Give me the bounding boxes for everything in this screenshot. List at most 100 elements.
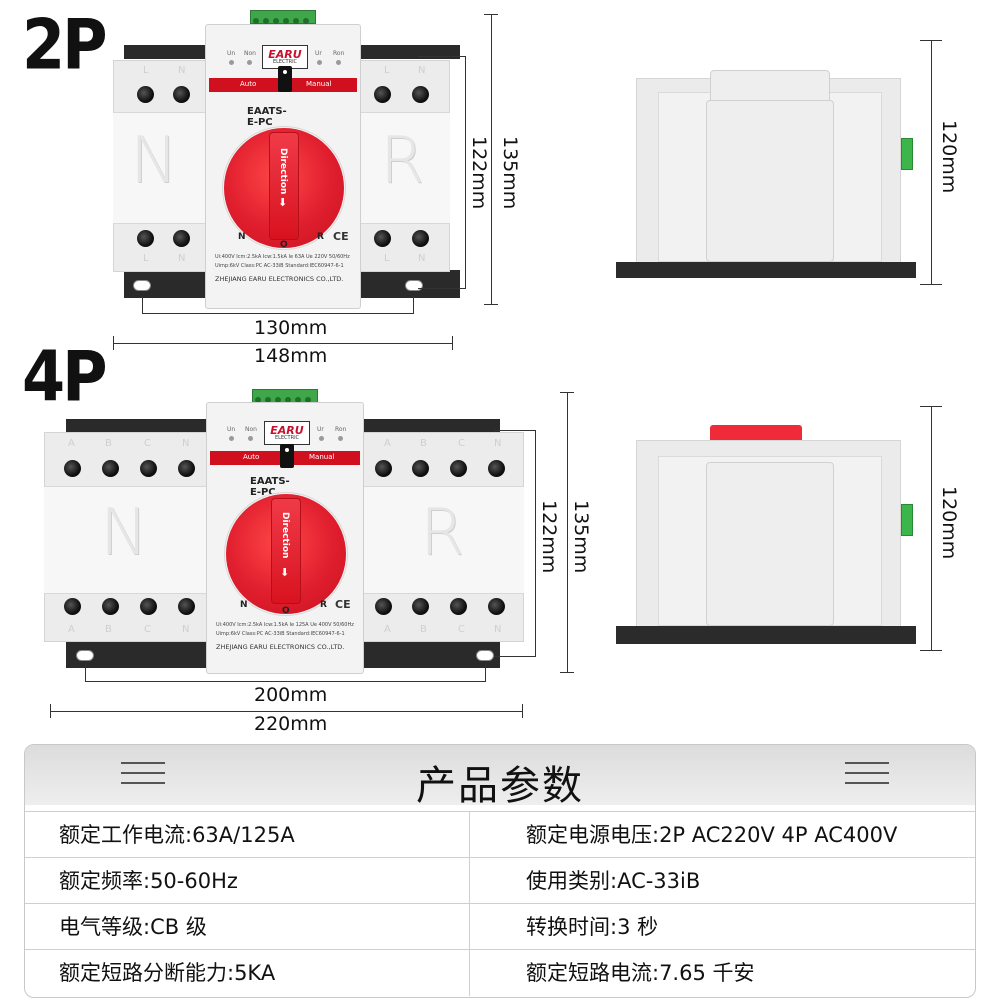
mode-manual-label: Manual — [306, 80, 332, 88]
table-row: 电气等级:CB 级 转换时间:3 秒 — [25, 903, 975, 950]
terminal-screw — [64, 598, 81, 615]
mode-manual-label: Manual — [309, 453, 335, 461]
led-indicator — [319, 436, 324, 441]
auto-manual-switch[interactable] — [280, 444, 294, 468]
terminal-label: N — [182, 438, 190, 449]
dim-tick — [418, 288, 466, 289]
terminal-screw — [488, 598, 505, 615]
terminal-screw — [450, 460, 467, 477]
dim-v1-label: 122mm — [468, 136, 490, 210]
position-n-label: N — [240, 600, 248, 610]
parameter-table: 产品参数 额定工作电流:63A/125A 额定电源电压:2P AC220V 4P… — [24, 744, 976, 998]
brand-logo: EARU ELECTRIC — [264, 421, 310, 445]
position-r-label: R — [317, 232, 324, 242]
terminal-screw — [173, 230, 190, 247]
terminal-label: N — [418, 253, 426, 264]
terminal-screw — [173, 86, 190, 103]
dim-tick — [413, 296, 414, 314]
terminal-label: A — [384, 438, 391, 449]
dim-tick — [485, 664, 486, 682]
led-label: Non — [244, 50, 256, 57]
table-cell: 额定电源电压:2P AC220V 4P AC400V — [469, 812, 975, 858]
terminal-screw — [412, 598, 429, 615]
led-label: Ron — [335, 426, 347, 433]
terminal-label: N — [182, 624, 190, 635]
right-big-letter: R — [420, 496, 465, 570]
auto-manual-switch[interactable] — [278, 66, 292, 92]
position-o-label: O — [280, 240, 288, 250]
arrow-down-icon: ⬇ — [278, 196, 288, 209]
dim-line-200 — [85, 681, 485, 682]
table-header: 产品参数 — [25, 745, 975, 809]
spec-line-2: Uimp:6kV Class:PC AC-33iB Standard:IEC60… — [215, 263, 344, 269]
left-pole-band — [113, 112, 207, 224]
ce-mark: CE — [335, 598, 351, 611]
mode-auto-label: Auto — [243, 453, 260, 461]
table-row: 额定短路分断能力:5KA 额定短路电流:7.65 千安 — [25, 949, 975, 996]
terminal-label: N — [178, 65, 186, 76]
terminal-screw — [375, 598, 392, 615]
terminal-label: L — [384, 253, 390, 264]
dim-tick — [452, 336, 453, 350]
led-label: Ur — [317, 426, 324, 433]
led-label: Non — [245, 426, 257, 433]
manufacturer-name: ZHEJIANG EARU ELECTRONICS CO.,LTD. — [216, 643, 345, 651]
dim-line-130 — [142, 313, 414, 314]
left-big-letter: N — [130, 124, 178, 198]
brand-logo: EARU ELECTRIC — [262, 45, 308, 69]
terminal-screw — [140, 598, 157, 615]
control-terminal-block — [250, 10, 316, 24]
led-indicator — [229, 436, 234, 441]
dim-h2-label: 220mm — [254, 713, 328, 735]
dim-tick — [560, 672, 574, 673]
led-indicator — [317, 60, 322, 65]
dial-handle[interactable] — [271, 498, 301, 604]
terminal-label: C — [458, 438, 465, 449]
dim-tick — [494, 430, 536, 431]
terminal-label: A — [384, 624, 391, 635]
dim-line-side — [931, 40, 932, 284]
table-cell: 额定短路分断能力:5KA — [59, 961, 276, 985]
mounting-hole — [133, 280, 151, 291]
dim-tick — [522, 704, 523, 718]
terminal-screw — [488, 460, 505, 477]
dim-tick — [418, 56, 466, 57]
dim-tick — [142, 296, 143, 314]
terminal-screw — [412, 86, 429, 103]
terminal-label: L — [143, 253, 149, 264]
position-o-label: O — [282, 606, 290, 616]
right-big-letter: R — [380, 124, 425, 198]
right-pole-band — [360, 112, 450, 224]
dim-line-side — [931, 406, 932, 650]
menu-lines-icon — [121, 762, 165, 786]
terminal-label: B — [105, 438, 112, 449]
dim-tick — [484, 304, 498, 305]
handle-text: Direction — [280, 512, 290, 559]
side-base-rail — [616, 262, 916, 278]
spec-line-1: Ui:400V Icm:2.5kA Icw:1.5kA Ie 63A Ue 22… — [215, 254, 350, 260]
terminal-screw — [137, 230, 154, 247]
spec-line-2: Uimp:6kV Class:PC AC-33iB Standard:IEC60… — [216, 631, 345, 637]
led-indicator — [229, 60, 234, 65]
terminal-screw — [102, 460, 119, 477]
dial-handle[interactable] — [269, 132, 299, 240]
terminal-label: B — [420, 624, 427, 635]
dim-line-122 — [465, 56, 466, 288]
terminal-screw — [450, 598, 467, 615]
left-big-letter: N — [100, 496, 148, 570]
model-name: EAATS-E-PC — [247, 106, 287, 128]
menu-lines-icon — [845, 762, 889, 786]
position-r-label: R — [320, 600, 327, 610]
dim-h2-label: 148mm — [254, 345, 328, 367]
terminal-label: C — [458, 624, 465, 635]
dim-tick — [85, 664, 86, 682]
model-label-2p: 2P — [22, 3, 108, 86]
terminal-screw — [412, 230, 429, 247]
terminal-screw — [102, 598, 119, 615]
dim-v2-label: 135mm — [499, 136, 521, 210]
handle-text: Direction — [278, 148, 288, 195]
table-cell: 额定工作电流:63A/125A — [59, 823, 295, 847]
table-row: 额定工作电流:63A/125A 额定电源电压:2P AC220V 4P AC40… — [25, 811, 975, 858]
terminal-label: N — [494, 438, 502, 449]
terminal-screw — [374, 230, 391, 247]
